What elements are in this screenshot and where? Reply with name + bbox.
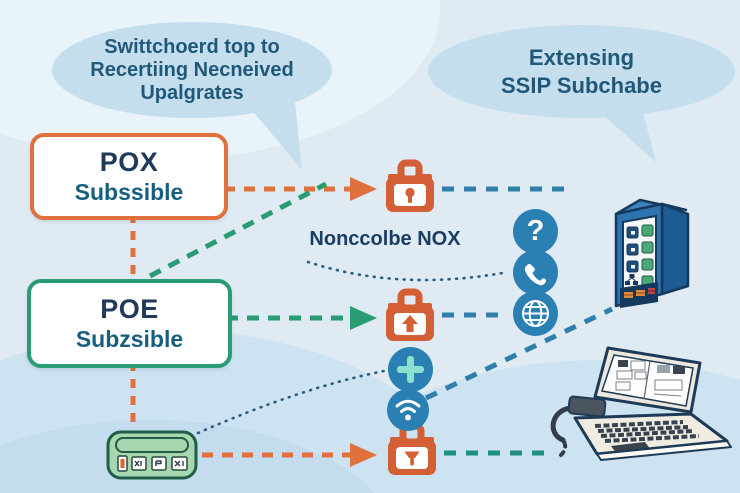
lock-upload-icon (381, 287, 439, 350)
laptop-illustration (545, 338, 740, 473)
pox-box: POX Subssible (30, 133, 228, 220)
bubble-text-line: Extensing (528, 44, 635, 70)
pox-subtitle: Subssible (74, 179, 184, 205)
plus-icon (388, 347, 433, 392)
middle-note-label: Nonccolbe NOX (309, 228, 461, 250)
bubble-text-line: SSIP Subchabe (501, 72, 662, 98)
poe-subtitle: Subzsible (75, 326, 184, 352)
pox-arrowhead (350, 177, 377, 201)
pox-title: POX (99, 147, 159, 177)
note-to-phone-dotted-line (306, 260, 510, 282)
question-icon: ? (513, 209, 558, 254)
phone-icon (513, 250, 558, 295)
bubble-text-line: Swittchoerd top to (104, 35, 280, 58)
bubble-text-line: Upalgrates (140, 81, 244, 104)
poe-arrowhead (350, 306, 377, 330)
bubble-text-line: Recertiing Necneived (90, 58, 294, 81)
poe-box: POE Subzsible (27, 279, 232, 368)
speech-bubble-left: Swittchoerd top to Recertiing Necneived … (52, 22, 332, 118)
poe-title: POE (100, 294, 159, 324)
lock-keyhole-icon (381, 158, 439, 221)
question-glyph: ? (526, 215, 545, 247)
speech-bubble-right: Extensing SSIP Subchabe (428, 25, 735, 118)
injector-to-plus-dotted-line (196, 369, 386, 435)
poe-injector-device (104, 424, 200, 487)
network-switch-illustration (598, 184, 703, 321)
wifi-icon (387, 389, 429, 431)
injector-arrowhead (350, 443, 377, 467)
globe-icon (513, 291, 558, 336)
